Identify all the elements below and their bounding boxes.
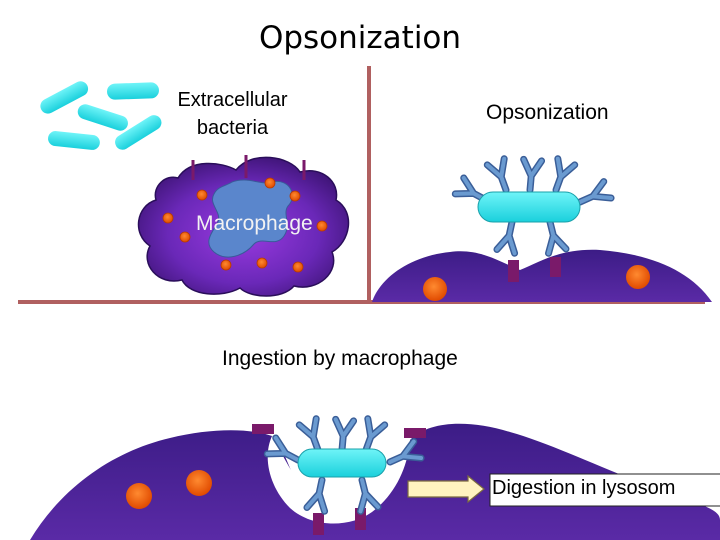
bacterium xyxy=(48,131,100,150)
receptor xyxy=(550,257,561,277)
bacterium xyxy=(107,82,159,100)
receptor xyxy=(313,513,324,535)
granule xyxy=(423,277,447,301)
macrophage-cell xyxy=(137,155,350,297)
granule xyxy=(126,483,152,509)
ingestion-label: Ingestion by macrophage xyxy=(222,347,458,370)
free-bacteria xyxy=(40,81,162,150)
nucleus xyxy=(208,179,293,258)
receptor xyxy=(252,424,274,434)
digestion-arrow xyxy=(407,474,485,504)
ingested-bacterium xyxy=(267,419,421,512)
macrophage-label: Macrophage xyxy=(196,212,313,235)
granule xyxy=(186,470,212,496)
bacterium xyxy=(40,81,89,114)
bacterium xyxy=(115,115,162,150)
opsonization-label: Opsonization xyxy=(486,101,609,124)
digestion-label: Digestion in lysosom xyxy=(492,477,676,499)
extracellular-bacteria-label: Extracellular bacteria xyxy=(177,89,288,139)
opsonized-bacterium xyxy=(455,159,611,254)
receptor xyxy=(355,508,366,530)
bacterium xyxy=(297,448,387,478)
receptor xyxy=(404,428,426,438)
receptor xyxy=(508,260,519,282)
digestion-label-box xyxy=(489,473,720,507)
bacterium xyxy=(77,104,128,131)
granule xyxy=(626,265,650,289)
page-title: Opsonization xyxy=(258,20,462,56)
bacterium xyxy=(477,191,581,223)
macrophage-surface xyxy=(372,249,712,302)
granules xyxy=(162,177,328,273)
